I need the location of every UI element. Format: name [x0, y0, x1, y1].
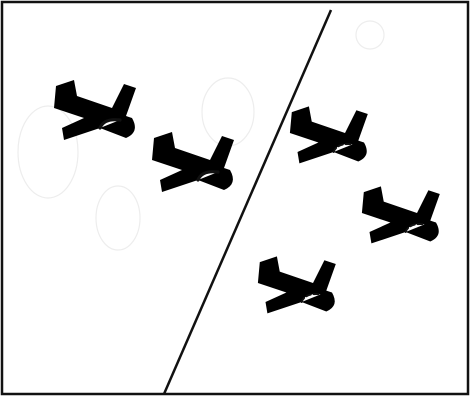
- solid-airplane: [152, 132, 234, 192]
- solid-airplane: [54, 80, 136, 140]
- dashed-airplane: [362, 186, 440, 243]
- dashed-airplane: [290, 106, 368, 163]
- diagonal-divider-line: [164, 10, 331, 394]
- dashed-airplane: [258, 256, 336, 313]
- outer-frame: [2, 2, 468, 394]
